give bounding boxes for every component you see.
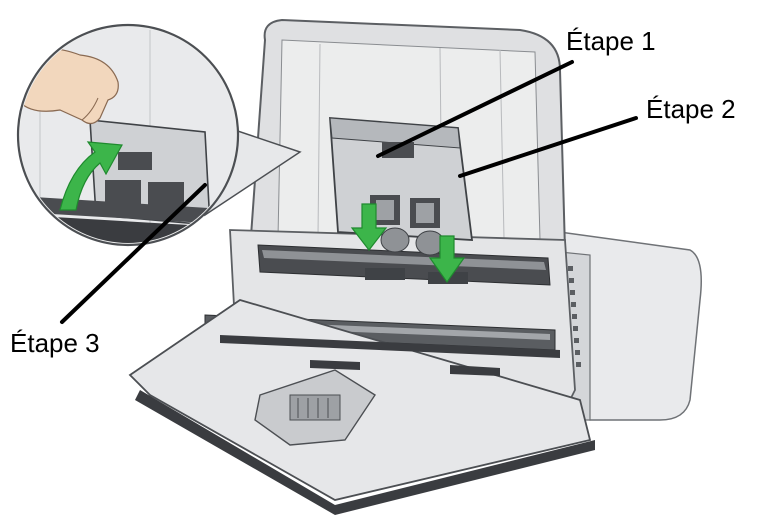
- leader-lines: [60, 60, 638, 324]
- callout-step2: Étape 2: [646, 94, 736, 124]
- callout-step3: Étape 3: [10, 328, 100, 358]
- leader-step3: [60, 183, 207, 324]
- callout-step1: Étape 1: [566, 26, 656, 56]
- front-tray: [128, 299, 595, 515]
- green-arrow-icon: [350, 203, 466, 284]
- magnifier-inset: [16, 23, 302, 247]
- green-curved-arrow-icon: [59, 141, 123, 211]
- leader-step2: [458, 116, 638, 178]
- leader-step1: [376, 60, 574, 158]
